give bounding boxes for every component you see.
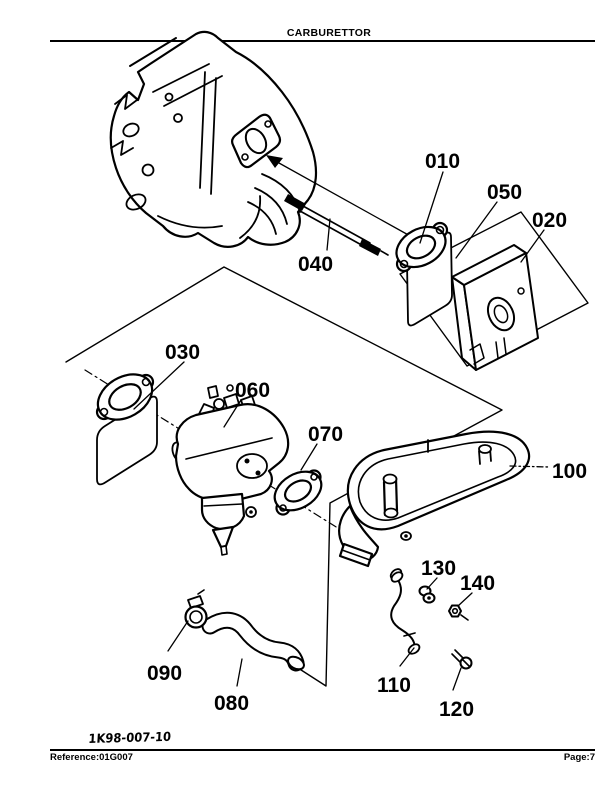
callout-110: 110 xyxy=(377,674,411,697)
insulator-020-drawing xyxy=(451,244,539,371)
bolt-drawing xyxy=(451,649,473,670)
callout-100: 100 xyxy=(552,460,587,483)
footer-rule xyxy=(50,749,595,751)
callout-leader-lines xyxy=(133,171,550,691)
callout-070: 070 xyxy=(308,423,343,446)
carburettor-body-drawing xyxy=(171,384,290,556)
footer-reference: Reference:01G007 xyxy=(50,752,133,763)
mounting-axis-arrow xyxy=(266,155,413,238)
gasket-030-drawing xyxy=(95,373,155,421)
callout-050: 050 xyxy=(487,181,522,204)
callout-090: 090 xyxy=(147,662,182,685)
callout-080: 080 xyxy=(214,692,249,715)
callout-020: 020 xyxy=(532,209,567,232)
callout-040: 040 xyxy=(298,253,333,276)
callout-120: 120 xyxy=(439,698,474,721)
callout-130: 130 xyxy=(421,557,456,580)
callout-010: 010 xyxy=(425,150,460,173)
breather-pipe-drawing xyxy=(390,571,421,655)
engine-head-drawing xyxy=(109,30,318,248)
air-cleaner-bracket-drawing xyxy=(338,430,531,580)
gasket-070-drawing xyxy=(273,469,323,516)
header-rule xyxy=(50,40,595,42)
nut-drawing xyxy=(448,604,469,621)
footer-stamp: 1K98-007-10 xyxy=(88,728,172,746)
backing-panel-drawing xyxy=(96,395,158,486)
hose-clamp-drawing xyxy=(184,589,208,629)
stud-drawing-040 xyxy=(284,194,389,256)
hose-drawing xyxy=(201,611,305,672)
callout-060: 060 xyxy=(235,379,270,402)
page-title: CARBURETTOR xyxy=(286,27,372,39)
footer-page-number: Page:7 xyxy=(563,752,595,763)
callout-030: 030 xyxy=(165,341,200,364)
grommet-drawing xyxy=(418,585,436,604)
gasket-010-drawing xyxy=(395,221,449,273)
callout-140: 140 xyxy=(460,572,495,595)
